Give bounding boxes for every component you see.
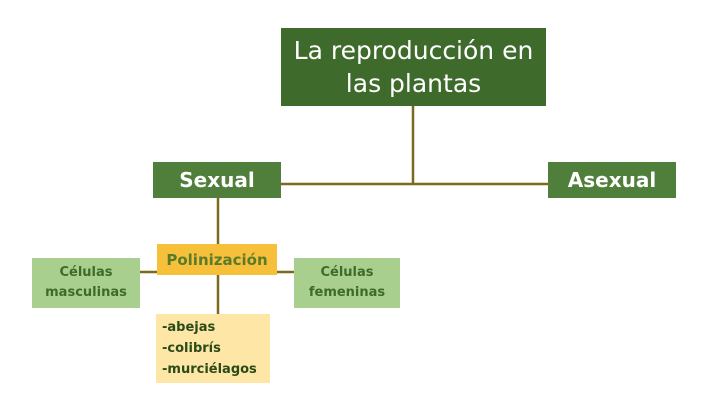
- title-line-1: La reproducción en: [293, 36, 534, 65]
- celulas-femeninas-line-1: Células: [320, 265, 374, 280]
- celulas-femeninas-line-2: femeninas: [308, 285, 386, 300]
- title-box: La reproducción en las plantas: [281, 28, 546, 106]
- polinizador-abejas: -abejas: [162, 320, 216, 335]
- asexual-box: Asexual: [548, 162, 676, 198]
- sexual-box: Sexual: [153, 162, 281, 198]
- polinizacion-label: Polinización: [166, 250, 268, 269]
- polinizador-colibris: -colibrís: [162, 341, 221, 356]
- title-line-2: las plantas: [345, 69, 482, 98]
- celulas-masculinas-line-1: Células: [59, 265, 113, 280]
- asexual-label: Asexual: [567, 168, 657, 192]
- celulas-masculinas-line-2: masculinas: [45, 285, 127, 300]
- polinizacion-box: Polinización: [157, 244, 277, 275]
- polinizador-murcielagos: -murciélagos: [162, 362, 257, 377]
- polinizadores-box: -abejas -colibrís -murciélagos: [156, 314, 270, 383]
- celulas-masculinas-box: Células masculinas: [32, 258, 140, 308]
- celulas-femeninas-box: Células femeninas: [294, 258, 400, 308]
- sexual-label: Sexual: [179, 168, 255, 192]
